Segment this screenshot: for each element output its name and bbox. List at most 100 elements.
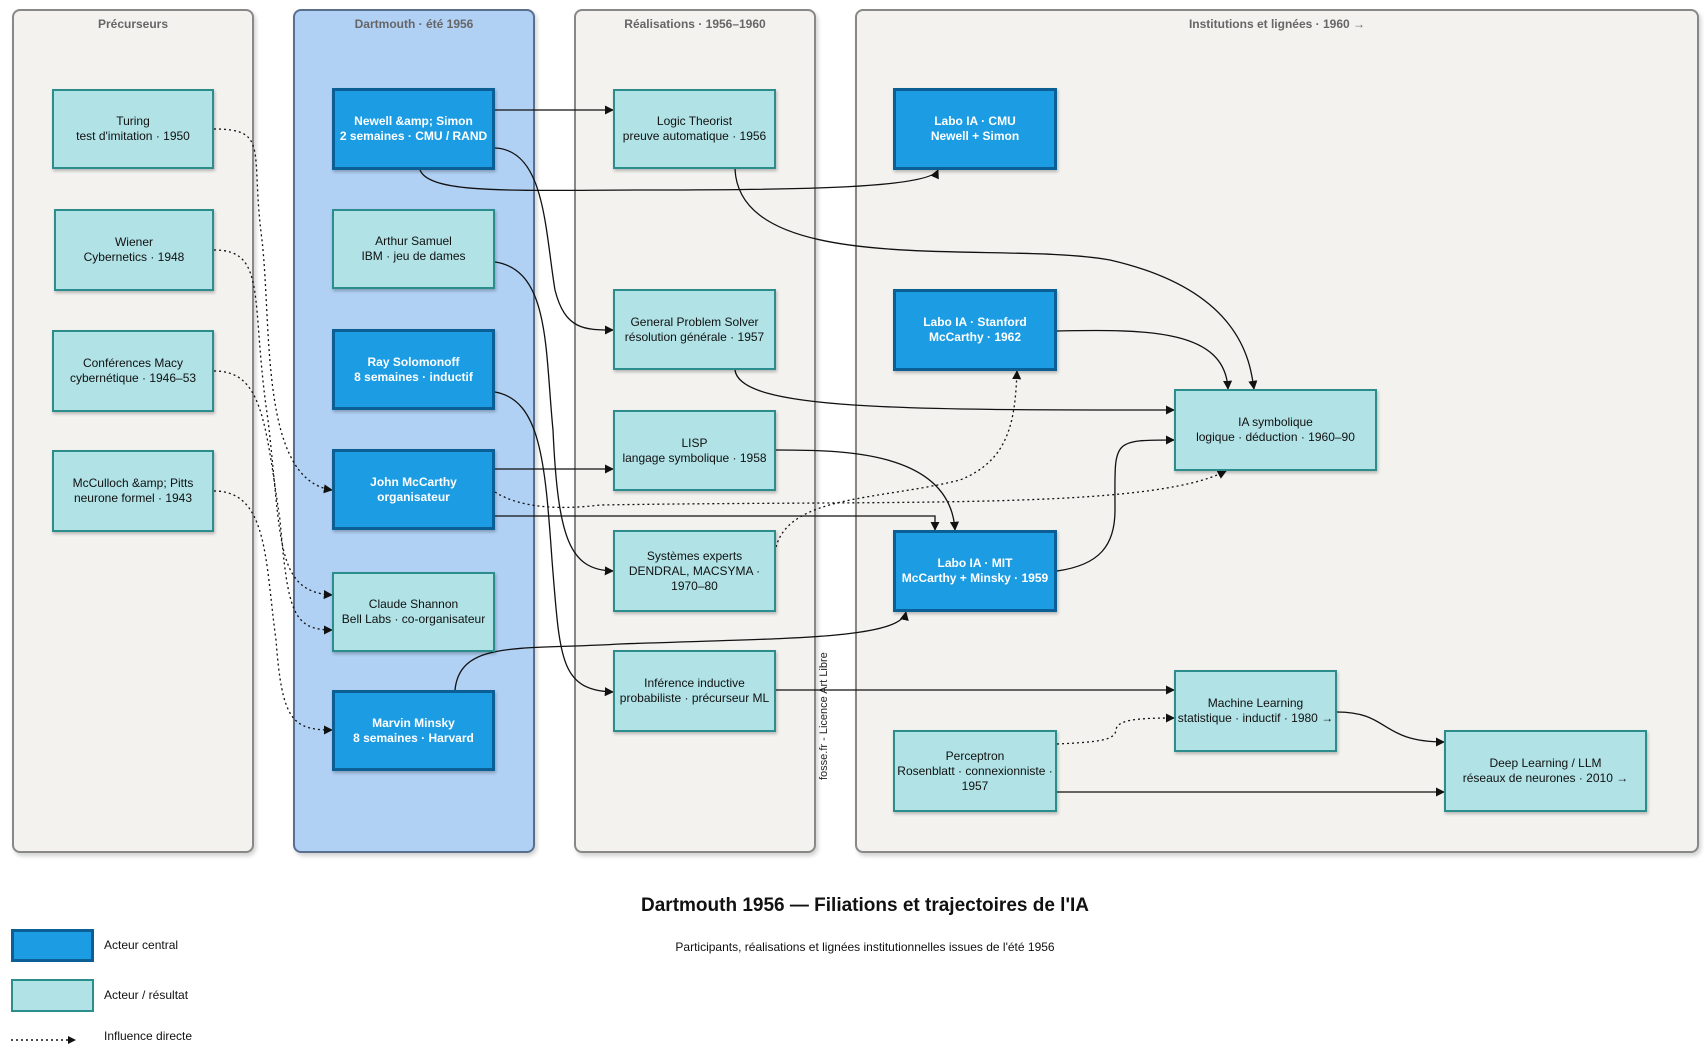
node-label-line: Machine Learning xyxy=(1207,696,1304,710)
node-label-line: Ray Solomonoff xyxy=(367,354,460,369)
edge-samuel-to-expert xyxy=(494,261,614,576)
node-label-line: Systèmes experts xyxy=(646,548,743,563)
node-label-line: DENDRAL, MACSYMA · xyxy=(628,563,761,578)
node-label-line: organisateur xyxy=(377,489,450,504)
node-label-line: 8 semaines · Harvard xyxy=(353,730,474,745)
diagram-subtitle: Participants, réalisations et lignées in… xyxy=(675,940,1055,954)
node-label-line: Turing xyxy=(116,114,150,128)
edge-macy-to-shannon xyxy=(213,370,333,635)
node-label-line: LISP xyxy=(681,435,708,450)
edge-wiener-to-shannon xyxy=(213,249,333,600)
node-label-line: cybernétique · 1946–53 xyxy=(69,371,197,385)
node-label-line: Newell &amp; Simon xyxy=(354,114,473,128)
node-label-line: Claude Shannon xyxy=(368,597,459,611)
node-label-line: Conférences Macy xyxy=(82,356,184,370)
node-label-line: statistique · inductif · 1980 → xyxy=(1177,711,1334,725)
node-label-line: 8 semaines · inductif xyxy=(354,369,473,384)
lane-title: Précurseurs xyxy=(97,17,169,31)
edge-stanford-to-symbolic xyxy=(1056,329,1233,390)
edge-mcculloch-to-minsky xyxy=(213,490,333,735)
node-label-line: preuve automatique · 1956 xyxy=(622,129,767,143)
legend-influence-label: Influence directe xyxy=(104,1029,193,1043)
lane-title: Institutions et lignées · 1960 → xyxy=(1188,17,1366,31)
node-label-line: Wiener xyxy=(114,235,153,249)
node-label-line: test d'imitation · 1950 xyxy=(76,129,190,143)
edge-turing-to-mccarthy xyxy=(213,128,333,494)
edge-ml-to-dl xyxy=(1336,711,1445,747)
node-label-line: McCarthy + Minsky · 1959 xyxy=(901,571,1049,585)
node-label-line: langage symbolique · 1958 xyxy=(622,450,767,465)
edge-mit-to-symbolic xyxy=(1056,435,1175,572)
node-label-line: Cybernetics · 1948 xyxy=(83,250,185,264)
node-label-line: 1970–80 xyxy=(671,578,718,593)
edge-minsky-to-mit xyxy=(454,611,909,691)
legend-result-swatch xyxy=(11,979,94,1012)
diagram-title: Dartmouth 1956 — Filiations et trajectoi… xyxy=(641,895,1089,916)
node-label-line: Perceptron xyxy=(945,748,1005,763)
node-label-line: logique · déduction · 1960–90 xyxy=(1196,430,1355,444)
node-label-line: 1957 xyxy=(961,778,989,793)
node-label-line: 2 semaines · CMU / RAND xyxy=(339,129,488,143)
edge-expert-to-stanford xyxy=(775,370,1022,548)
lane-title: Dartmouth · été 1956 xyxy=(354,17,474,31)
node-label-line: Deep Learning / LLM xyxy=(1489,756,1602,770)
legend-central-label: Acteur central xyxy=(104,938,179,952)
node-label-line: réseaux de neurones · 2010 → xyxy=(1462,771,1629,785)
node-label-line: McCulloch &amp; Pitts xyxy=(72,476,194,490)
node-label-line: Labo IA · CMU xyxy=(934,114,1016,128)
lane-title: Réalisations · 1956–1960 xyxy=(624,17,766,31)
edge-perceptron-to-ml xyxy=(1056,713,1175,745)
node-label-line: résolution générale · 1957 xyxy=(624,329,765,344)
node-label-line: Newell + Simon xyxy=(930,129,1020,143)
legend-influence-line xyxy=(11,1036,76,1044)
node-label-line: Labo IA · MIT xyxy=(937,556,1013,570)
legend-central-swatch xyxy=(11,929,94,962)
legend-result-label: Acteur / résultat xyxy=(104,988,189,1002)
node-label-line: Bell Labs · co-organisateur xyxy=(341,612,486,626)
edge-logic_theorist-to-symbolic xyxy=(734,168,1258,390)
edge-newell-to-cmu xyxy=(419,169,939,192)
node-label-line: Logic Theorist xyxy=(656,114,733,128)
node-label-line: Inférence inductive xyxy=(644,676,745,690)
node-label-line: neurone formel · 1943 xyxy=(73,491,193,505)
node-label-line: John McCarthy xyxy=(370,474,457,489)
edge-lisp-to-mit xyxy=(775,449,960,531)
node-label-line: Labo IA · Stanford xyxy=(923,315,1027,329)
edge-newell-to-gps xyxy=(494,147,614,335)
node-label-line: Marvin Minsky xyxy=(372,715,455,730)
node-label-line: General Problem Solver xyxy=(630,314,759,329)
node-label-line: Arthur Samuel xyxy=(375,234,452,248)
edge-solomonoff-to-inductive xyxy=(494,391,614,697)
node-label-line: Rosenblatt · connexionniste · xyxy=(897,763,1053,778)
node-label-line: IA symbolique xyxy=(1238,415,1313,429)
edge-mccarthy-to-symbolic xyxy=(494,470,1227,509)
edge-mccarthy-to-mit xyxy=(495,515,940,531)
node-label-line: IBM · jeu de dames xyxy=(361,249,466,263)
node-label-line: McCarthy · 1962 xyxy=(928,330,1022,344)
node-label-line: probabiliste · précurseur ML xyxy=(619,691,770,705)
edge-gps-to-symbolic xyxy=(734,369,1175,415)
